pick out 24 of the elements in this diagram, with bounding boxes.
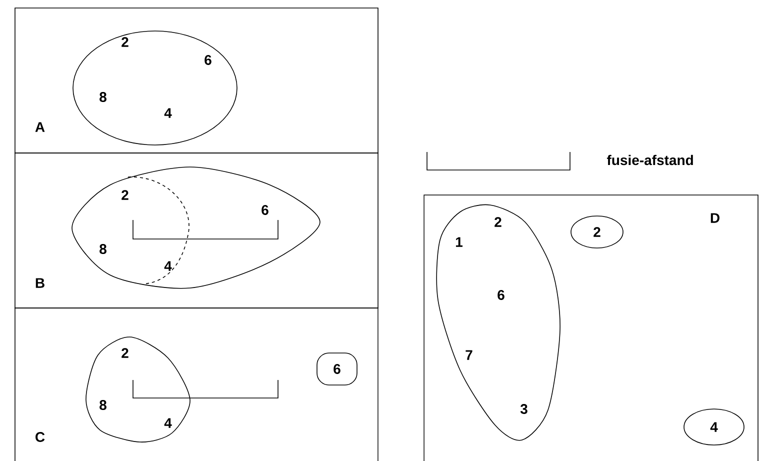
number-label: 6 xyxy=(262,205,268,215)
number-label: 6 xyxy=(334,364,340,374)
number-label: 1 xyxy=(456,237,463,247)
number-label: 3 xyxy=(520,404,528,414)
number-label: 2 xyxy=(122,37,128,47)
number-label: 2 xyxy=(122,348,128,358)
panel-letter: D xyxy=(710,213,720,223)
number-label: 8 xyxy=(100,400,106,410)
number-label: 8 xyxy=(100,92,106,102)
number-label: 7 xyxy=(466,350,472,360)
number-label: 6 xyxy=(498,290,504,300)
number-label: 2 xyxy=(494,217,502,227)
scale-label: fusie-afstand xyxy=(606,154,693,166)
number-label: 6 xyxy=(204,55,212,65)
panel-letter: A xyxy=(35,122,45,132)
number-label: 4 xyxy=(164,418,172,428)
panel-letter: B xyxy=(36,278,44,288)
number-label: 2 xyxy=(594,227,600,237)
number-label: 2 xyxy=(122,190,128,200)
number-label: 4 xyxy=(164,108,172,118)
number-label: 4 xyxy=(710,422,718,432)
panel-letter: C xyxy=(36,432,45,442)
number-label: 8 xyxy=(100,244,106,254)
number-label: 4 xyxy=(164,261,172,271)
